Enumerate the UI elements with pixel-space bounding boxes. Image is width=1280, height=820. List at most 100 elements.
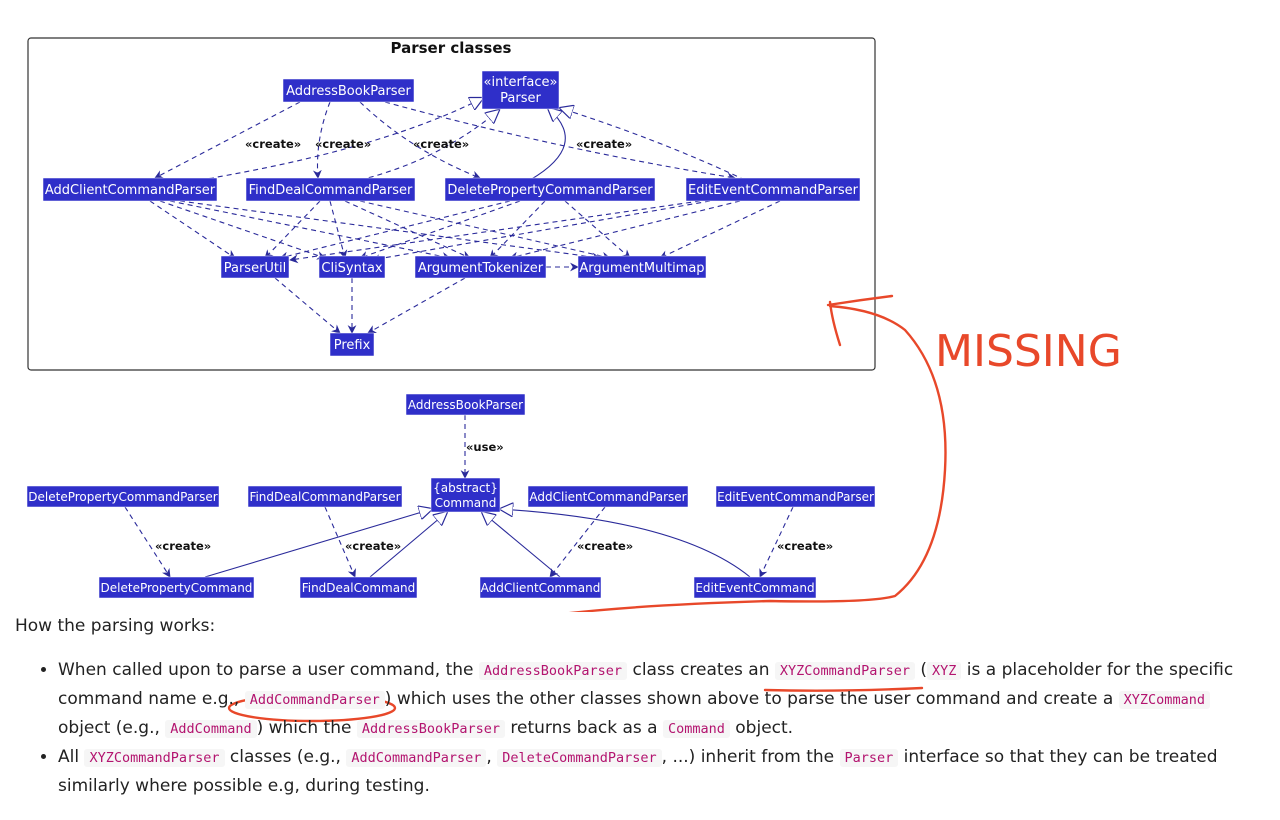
parser-classes-package: Parser classes bbox=[27, 37, 876, 371]
svg-text:«interface»: «interface» bbox=[484, 75, 558, 90]
edge-realize-editevent bbox=[560, 108, 746, 181]
code-addcommandparser: AddCommandParser bbox=[244, 691, 385, 709]
text: classes (e.g., bbox=[224, 747, 347, 767]
class-deletepropertycommandparser: DeletePropertyCommandParser bbox=[444, 177, 656, 202]
edge-extend-addclientcommand bbox=[482, 512, 561, 578]
code-addressbookparser: AddressBookParser bbox=[356, 720, 506, 738]
svg-text:EditEventCommand: EditEventCommand bbox=[695, 581, 814, 595]
svg-text:EditEventCommandParser: EditEventCommandParser bbox=[717, 490, 874, 504]
edge-dep-10 bbox=[359, 200, 521, 260]
text: is a placeholder for the specific comman… bbox=[58, 660, 1234, 709]
svg-text:ParserUtil: ParserUtil bbox=[224, 261, 287, 276]
label-create-b2: «create» bbox=[345, 539, 401, 553]
code-xyzcommandparser: XYZCommandParser bbox=[774, 662, 915, 680]
edge-dep-6 bbox=[329, 200, 348, 259]
edge-extend-deletepropertycommand bbox=[204, 509, 432, 578]
missing-label: MISSING bbox=[935, 326, 1122, 377]
edge-create-finddealcommand bbox=[324, 506, 356, 578]
edge-dep-13 bbox=[289, 200, 701, 264]
label-create-2: «create» bbox=[315, 137, 371, 151]
annotation-curve bbox=[568, 304, 947, 612]
section-intro: How the parsing works: bbox=[15, 616, 216, 636]
svg-text:ArgumentTokenizer: ArgumentTokenizer bbox=[418, 261, 544, 276]
class-argumentmultimap: ArgumentMultimap bbox=[577, 255, 707, 279]
class-clisyntax: CliSyntax bbox=[318, 255, 386, 279]
edge-dep-12 bbox=[564, 200, 631, 259]
label-create-b1: «create» bbox=[155, 539, 211, 553]
svg-text:AddressBookParser: AddressBookParser bbox=[286, 84, 411, 99]
code-addcommandparser: AddCommandParser bbox=[346, 749, 487, 767]
edge-realize-deleteproperty bbox=[529, 108, 566, 181]
svg-text:{abstract}: {abstract} bbox=[433, 481, 498, 495]
top-edges bbox=[149, 98, 781, 334]
code-addressbookparser: AddressBookParser bbox=[478, 662, 628, 680]
edge-dep-8 bbox=[359, 200, 611, 261]
class-deletepropertycommand: DeletePropertyCommand bbox=[98, 576, 255, 599]
svg-text:ArgumentMultimap: ArgumentMultimap bbox=[579, 261, 704, 276]
edge-dep-7 bbox=[344, 200, 471, 259]
class-deletepropertycommandparser-b: DeletePropertyCommandParser bbox=[26, 485, 220, 508]
text: class creates an bbox=[627, 660, 775, 680]
class-diagrams: Parser classes bbox=[26, 37, 1122, 612]
edge-create-addclientcommand bbox=[549, 506, 606, 578]
edge-dep-5 bbox=[264, 200, 321, 259]
code-deletecommandparser: DeleteCommandParser bbox=[497, 749, 662, 767]
bullet-item-1: When called upon to parse a user command… bbox=[58, 656, 1265, 743]
edge-dep-1 bbox=[149, 200, 236, 259]
text: ) which uses the other classes shown abo… bbox=[384, 689, 1119, 709]
edge-create-addclient bbox=[154, 101, 301, 179]
svg-text:AddClientCommandParser: AddClientCommandParser bbox=[529, 490, 686, 504]
edge-create-finddeal bbox=[312, 101, 331, 179]
svg-text:CliSyntax: CliSyntax bbox=[321, 261, 383, 276]
text: returns back as a bbox=[505, 718, 663, 738]
class-addclientcommandparser-b: AddClientCommandParser bbox=[527, 485, 689, 508]
class-editeventcommand: EditEventCommand bbox=[693, 576, 817, 599]
svg-text:Prefix: Prefix bbox=[334, 338, 371, 353]
text: interface so that they can be treated si… bbox=[58, 747, 1218, 796]
edge-create-editeventcommand bbox=[759, 506, 794, 578]
bottom-edges bbox=[124, 415, 794, 578]
label-create-b4: «create» bbox=[777, 539, 833, 553]
text: , ...) inherit from the bbox=[661, 747, 840, 767]
svg-text:FindDealCommandParser: FindDealCommandParser bbox=[249, 490, 400, 504]
svg-text:AddClientCommand: AddClientCommand bbox=[481, 581, 601, 595]
edge-dep-4 bbox=[179, 200, 601, 262]
svg-text:AddClientCommandParser: AddClientCommandParser bbox=[45, 183, 216, 198]
edge-dep-11 bbox=[489, 200, 546, 259]
package-frame bbox=[27, 37, 876, 371]
class-editeventcommandparser-b: EditEventCommandParser bbox=[715, 485, 876, 508]
code-command: Command bbox=[662, 720, 730, 738]
svg-text:AddressBookParser: AddressBookParser bbox=[408, 398, 523, 412]
edge-create-deleteproperty bbox=[359, 101, 481, 180]
label-create-b3: «create» bbox=[577, 539, 633, 553]
class-argumenttokenizer: ArgumentTokenizer bbox=[414, 255, 547, 279]
svg-text:DeletePropertyCommandParser: DeletePropertyCommandParser bbox=[447, 183, 653, 198]
bullet-list: When called upon to parse a user command… bbox=[15, 656, 1265, 800]
edge-dep-16 bbox=[659, 200, 781, 259]
label-create-3: «create» bbox=[413, 137, 469, 151]
text: ) which the bbox=[256, 718, 357, 738]
edge-create-editevent bbox=[384, 101, 736, 182]
class-prefix: Prefix bbox=[329, 332, 375, 357]
svg-text:DeletePropertyCommandParser: DeletePropertyCommandParser bbox=[28, 490, 218, 504]
edge-dep-14 bbox=[371, 200, 711, 263]
class-addressbookparser: AddressBookParser bbox=[282, 78, 415, 103]
class-parserutil: ParserUtil bbox=[220, 255, 290, 279]
svg-text:FindDealCommand: FindDealCommand bbox=[302, 581, 416, 595]
edge-dep-15 bbox=[509, 200, 741, 261]
command-classes: «use» «create» «create» «create» «create… bbox=[26, 393, 876, 599]
text: object (e.g., bbox=[58, 718, 166, 738]
code-xyz: XYZ bbox=[927, 662, 962, 680]
label-use: «use» bbox=[466, 440, 504, 454]
edge-extend-editeventcommand bbox=[500, 509, 751, 578]
class-addclientcommand: AddClientCommand bbox=[479, 576, 602, 599]
text: , bbox=[486, 747, 498, 767]
svg-text:Parser: Parser bbox=[500, 91, 541, 106]
edge-extend-finddealcommand bbox=[369, 512, 447, 578]
svg-text:FindDealCommandParser: FindDealCommandParser bbox=[249, 183, 413, 198]
code-addcommand: AddCommand bbox=[165, 720, 257, 738]
class-editeventcommandparser: EditEventCommandParser bbox=[685, 177, 861, 202]
text: When called upon to parse a user command… bbox=[58, 660, 479, 680]
edge-dep-3 bbox=[169, 200, 451, 261]
label-create-1: «create» bbox=[245, 137, 301, 151]
